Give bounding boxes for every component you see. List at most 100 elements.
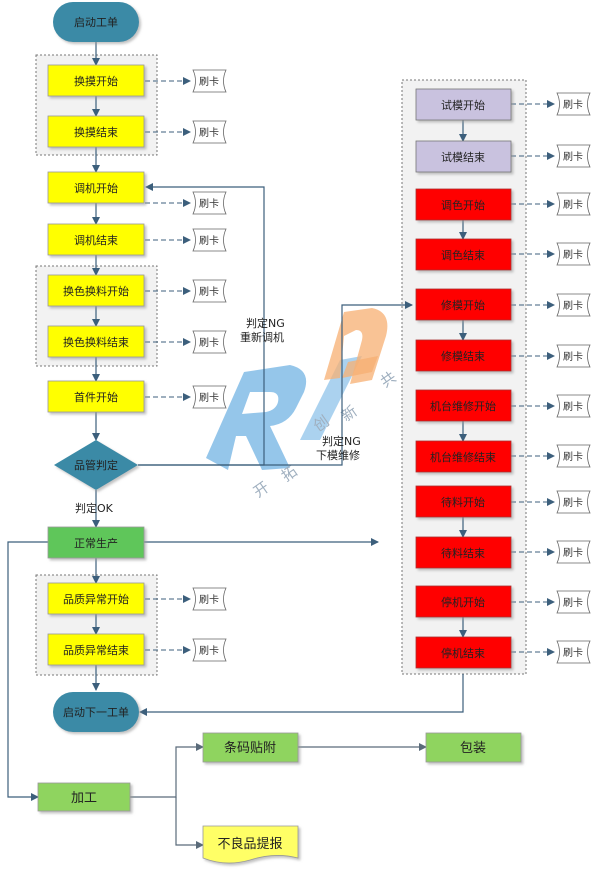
step-label: 调色结束	[441, 248, 485, 262]
step-label: 调色开始	[441, 198, 485, 212]
card-swipe-label: 刷卡	[563, 198, 583, 211]
step-label: 调机结束	[74, 233, 118, 247]
step-color-change-start: 换色换料开始	[47, 274, 145, 307]
card-swipe-tag: 刷卡	[556, 92, 591, 116]
step-label: 正常生产	[74, 536, 118, 550]
card-swipe-label: 刷卡	[199, 285, 219, 298]
step-label: 调机开始	[74, 181, 118, 195]
step-quality-issue-end: 品质异常结束	[47, 633, 145, 666]
card-swipe-label: 刷卡	[563, 450, 583, 463]
step-tuning-end: 调机结束	[47, 223, 145, 256]
step-label: 加工	[71, 791, 97, 806]
step-first-piece-start: 首件开始	[47, 380, 145, 413]
card-swipe-label: 刷卡	[199, 644, 219, 657]
card-swipe-tag: 刷卡	[556, 590, 591, 614]
step-label: 试模开始	[441, 98, 485, 112]
card-swipe-tag: 刷卡	[556, 640, 591, 664]
watermark-char: 新	[338, 402, 361, 425]
ng-retune-label-1: 判定NG	[246, 316, 285, 330]
card-swipe-label: 刷卡	[563, 248, 583, 261]
card-swipe-label: 刷卡	[199, 126, 219, 139]
card-swipe-label: 刷卡	[563, 98, 583, 111]
step-mold-change-end: 换摸结束	[47, 115, 145, 148]
step-mold-repair-start: 修模开始	[415, 288, 512, 321]
step-machine-repair-start: 机台维修开始	[415, 389, 512, 422]
card-swipe-tag: 刷卡	[556, 394, 591, 418]
step-trial-end: 试模结束	[415, 140, 512, 173]
step-label: 修模开始	[441, 298, 485, 312]
card-swipe-label: 刷卡	[563, 299, 583, 312]
start-order-label: 启动工单	[74, 16, 118, 29]
step-mold-change-start: 换摸开始	[47, 64, 145, 97]
ng-repair-label-1: 判定NG	[322, 434, 361, 448]
card-swipe-tag: 刷卡	[556, 293, 591, 317]
card-connectors	[145, 77, 555, 656]
processing-connectors	[130, 743, 427, 849]
group-downtime	[401, 79, 527, 675]
step-label: 换色换料结束	[63, 335, 129, 349]
step-machine-repair-end: 机台维修结束	[415, 440, 512, 473]
start-next-order-node: 启动下一工单	[53, 692, 139, 732]
step-color-adjust-start: 调色开始	[415, 188, 512, 221]
edge-labels: 判定NG 重新调机 判定NG 下模维修 判定OK	[75, 316, 361, 515]
ng-retune-label-2: 重新调机	[240, 330, 284, 344]
step-label: 机台维修开始	[430, 399, 496, 413]
card-swipe-tag: 刷卡	[192, 279, 227, 303]
card-swipe-tags-left: 刷卡 刷卡 刷卡 刷卡 刷卡 刷卡 刷卡 刷卡 刷卡	[192, 69, 227, 662]
step-color-adjust-end: 调色结束	[415, 238, 512, 271]
start-next-order-label: 启动下一工单	[63, 706, 129, 719]
step-stop-end: 停机结束	[415, 636, 512, 669]
step-wait-material-start: 待料开始	[415, 485, 512, 518]
start-order-node: 启动工单	[53, 2, 139, 42]
card-swipe-label: 刷卡	[563, 400, 583, 413]
card-swipe-tag: 刷卡	[556, 192, 591, 216]
card-swipe-tag: 刷卡	[556, 444, 591, 468]
qc-decision-node: 品管判定	[54, 440, 138, 490]
card-swipe-tag: 刷卡	[556, 540, 591, 564]
step-color-change-end: 换色换料结束	[47, 325, 145, 358]
card-swipe-tag: 刷卡	[556, 344, 591, 368]
card-swipe-tag: 刷卡	[192, 69, 227, 93]
step-wait-material-end: 待料结束	[415, 536, 512, 569]
card-swipe-tag: 刷卡	[192, 587, 227, 611]
step-defect-report: 不良品提报	[202, 825, 299, 864]
connectors	[7, 42, 467, 801]
step-label: 待料开始	[441, 495, 485, 509]
step-trial-start: 试模开始	[415, 88, 512, 121]
card-swipe-label: 刷卡	[199, 336, 219, 349]
card-swipe-label: 刷卡	[199, 234, 219, 247]
step-stop-start: 停机开始	[415, 585, 512, 618]
card-swipe-label: 刷卡	[199, 391, 219, 404]
step-packing: 包装	[425, 732, 522, 763]
card-swipe-tag: 刷卡	[192, 330, 227, 354]
step-label: 停机开始	[441, 595, 485, 609]
card-swipe-label: 刷卡	[199, 593, 219, 606]
card-swipe-label: 刷卡	[199, 197, 219, 210]
card-swipe-tag: 刷卡	[192, 638, 227, 662]
step-label: 待料结束	[441, 546, 485, 560]
card-swipe-tags-right: 刷卡 刷卡 刷卡 刷卡 刷卡 刷卡 刷卡 刷卡 刷卡 刷卡 刷卡 刷卡	[556, 92, 591, 664]
step-barcode: 条码贴附	[202, 732, 299, 763]
card-swipe-label: 刷卡	[563, 646, 583, 659]
watermark-char: 开	[250, 478, 273, 501]
step-label: 换摸结束	[74, 125, 118, 139]
card-swipe-tag: 刷卡	[556, 242, 591, 266]
step-label: 品质异常结束	[63, 644, 129, 657]
step-processing: 加工	[37, 782, 131, 812]
step-label: 条码贴附	[224, 740, 276, 756]
step-label: 试模结束	[441, 151, 485, 164]
step-mold-repair-end: 修模结束	[415, 339, 512, 372]
card-swipe-label: 刷卡	[199, 75, 219, 88]
card-swipe-label: 刷卡	[563, 150, 583, 163]
card-swipe-tag: 刷卡	[192, 385, 227, 409]
watermark: 开 拓 创 新 共 赢	[206, 308, 425, 501]
step-label: 机台维修结束	[430, 450, 496, 464]
step-label: 不良品提报	[217, 836, 282, 852]
card-swipe-label: 刷卡	[563, 496, 583, 509]
step-label: 换色换料开始	[63, 284, 129, 298]
step-label: 停机结束	[441, 646, 485, 660]
ng-repair-label-2: 下模维修	[316, 448, 360, 462]
step-label: 品质异常开始	[63, 592, 129, 606]
card-swipe-tag: 刷卡	[192, 228, 227, 252]
